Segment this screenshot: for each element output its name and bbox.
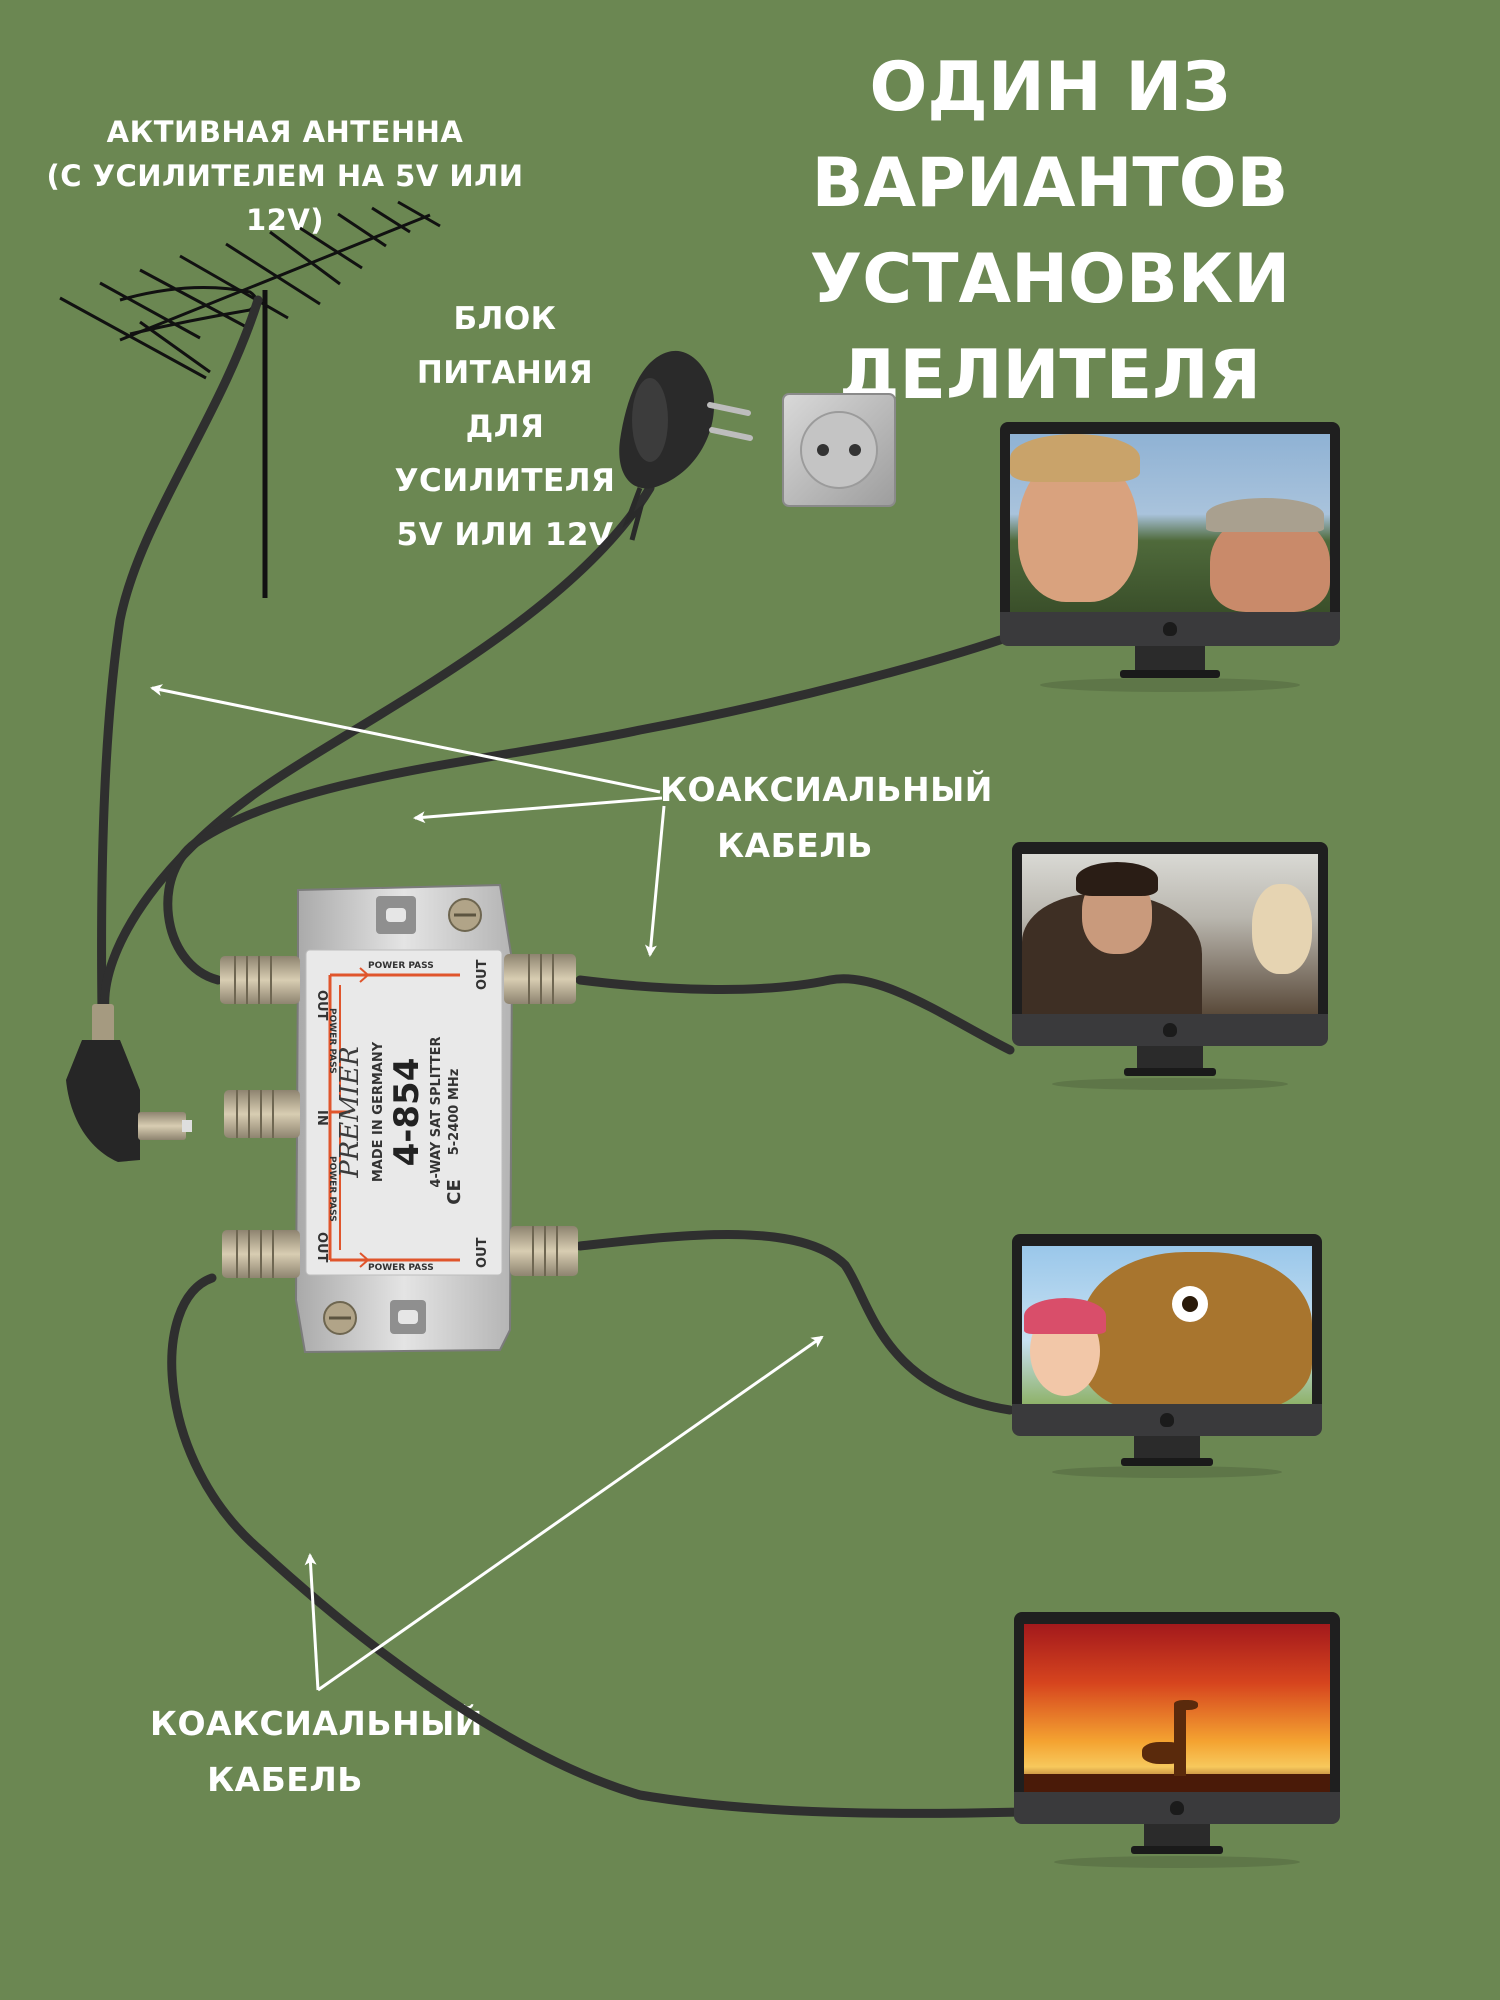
arrow-tv3-cable	[317, 1335, 824, 1692]
tv-2-apple-logo-icon	[1163, 1023, 1177, 1037]
title-line-1: ОДИН ИЗ ВАРИАНТОВ	[811, 48, 1289, 223]
splitter-power-pass-side-1: POWER PASS	[327, 1008, 337, 1074]
tv-4-screen-sunset-savanna-wallpaper	[1024, 1624, 1330, 1792]
tv-1-stand	[1135, 646, 1205, 672]
tv-3-foot	[1121, 1458, 1213, 1466]
tv-2-foot	[1124, 1068, 1216, 1076]
power-supply-label-line-1: БЛОК ПИТАНИЯ	[416, 301, 594, 391]
coaxial-cables	[97, 295, 1027, 1818]
splitter-power-pass-bottom: POWER PASS	[368, 1263, 434, 1273]
antenna-plug-icon	[66, 1004, 192, 1162]
cable-label-top-line-2: КАБЕЛЬ	[717, 826, 873, 865]
tv4-cable	[167, 1273, 1027, 1818]
tv-1-foot	[1120, 670, 1220, 678]
splitter-label-out-1: OUT	[314, 990, 329, 1021]
splitter-frequency: 5-2400 MHz	[447, 1069, 462, 1156]
splitter-brand: PREMIER	[335, 1046, 365, 1179]
tv-2-stand	[1137, 1046, 1203, 1070]
diagram-title: ОДИН ИЗ ВАРИАНТОВ УСТАНОВКИ ДЕЛИТЕЛЯ	[700, 40, 1400, 424]
splitter-power-pass-side-2: POWER PASS	[327, 1156, 337, 1222]
arrow-power-cable	[413, 796, 663, 824]
tv-1-shadow	[1040, 678, 1300, 692]
tv-4-apple-logo-icon	[1170, 1801, 1184, 1815]
tv-2-screen-fantasy-series-still	[1022, 854, 1318, 1014]
tv-4	[1014, 1612, 1340, 1870]
tv-2-shadow	[1052, 1078, 1288, 1090]
power-adapter-icon	[619, 350, 753, 541]
splitter-ce-mark: CE	[444, 1179, 465, 1205]
antenna-label: АКТИВНАЯ АНТЕННА (С УСИЛИТЕЛЕМ НА 5V ИЛИ…	[40, 110, 530, 242]
tv-4-foot	[1131, 1846, 1223, 1854]
splitter-device: OUT IN OUT OUT OUT POWER PASS POWER PASS…	[220, 883, 578, 1354]
antenna-icon	[59, 200, 441, 598]
antenna-cable	[97, 295, 263, 1017]
arrow-splitter-cable	[644, 805, 666, 957]
tv-3-screen-cartoon-still	[1022, 1246, 1312, 1404]
power-supply-label: БЛОК ПИТАНИЯ ДЛЯ УСИЛИТЕЛЯ 5V ИЛИ 12V	[370, 292, 640, 562]
tv-2	[1012, 842, 1328, 1092]
tv-3-apple-logo-icon	[1160, 1413, 1174, 1427]
tv-3-shadow	[1052, 1466, 1282, 1478]
splitter-power-pass-top: POWER PASS	[368, 961, 434, 971]
splitter-model: 4-854	[387, 1058, 427, 1167]
tv-1-screen-classic-film-still	[1010, 434, 1330, 612]
arrow-tv4-cable	[304, 1553, 320, 1691]
antenna-label-line-1: АКТИВНАЯ АНТЕННА	[106, 115, 464, 149]
power-supply-label-line-3: 5V ИЛИ 12V	[396, 517, 614, 553]
antenna-label-line-2: (С УСИЛИТЕЛЕМ НА 5V ИЛИ 12V)	[46, 159, 524, 237]
tv-3	[1012, 1234, 1322, 1480]
title-line-2: УСТАНОВКИ ДЕЛИТЕЛЯ	[809, 240, 1291, 415]
tv3-cable	[575, 1229, 1015, 1415]
tv-3-stand	[1134, 1436, 1200, 1460]
splitter-origin: MADE IN GERMANY	[371, 1041, 386, 1182]
splitter-label-out-4: OUT	[475, 1237, 490, 1268]
tv-4-shadow	[1054, 1856, 1300, 1868]
splitter-label-out-3: OUT	[475, 959, 490, 990]
splitter-type: 4-WAY SAT SPLITTER	[429, 1036, 444, 1187]
tv-1	[1000, 422, 1340, 694]
splitter-label-out-2: OUT	[314, 1232, 329, 1263]
cable-label-bottom-line-2: КАБЕЛЬ	[207, 1760, 363, 1799]
tv2-cable	[575, 974, 1015, 1055]
power-supply-label-line-2: ДЛЯ УСИЛИТЕЛЯ	[394, 409, 616, 499]
pointer-arrows	[150, 684, 824, 1692]
tv-1-apple-logo-icon	[1163, 622, 1177, 636]
tv1-cable	[163, 635, 1005, 985]
splitter-label-in: IN	[314, 1110, 329, 1126]
power-cable	[100, 483, 655, 1015]
arrow-antenna-cable	[150, 684, 661, 794]
tv-4-stand	[1144, 1824, 1210, 1848]
wall-socket-icon	[782, 393, 896, 507]
